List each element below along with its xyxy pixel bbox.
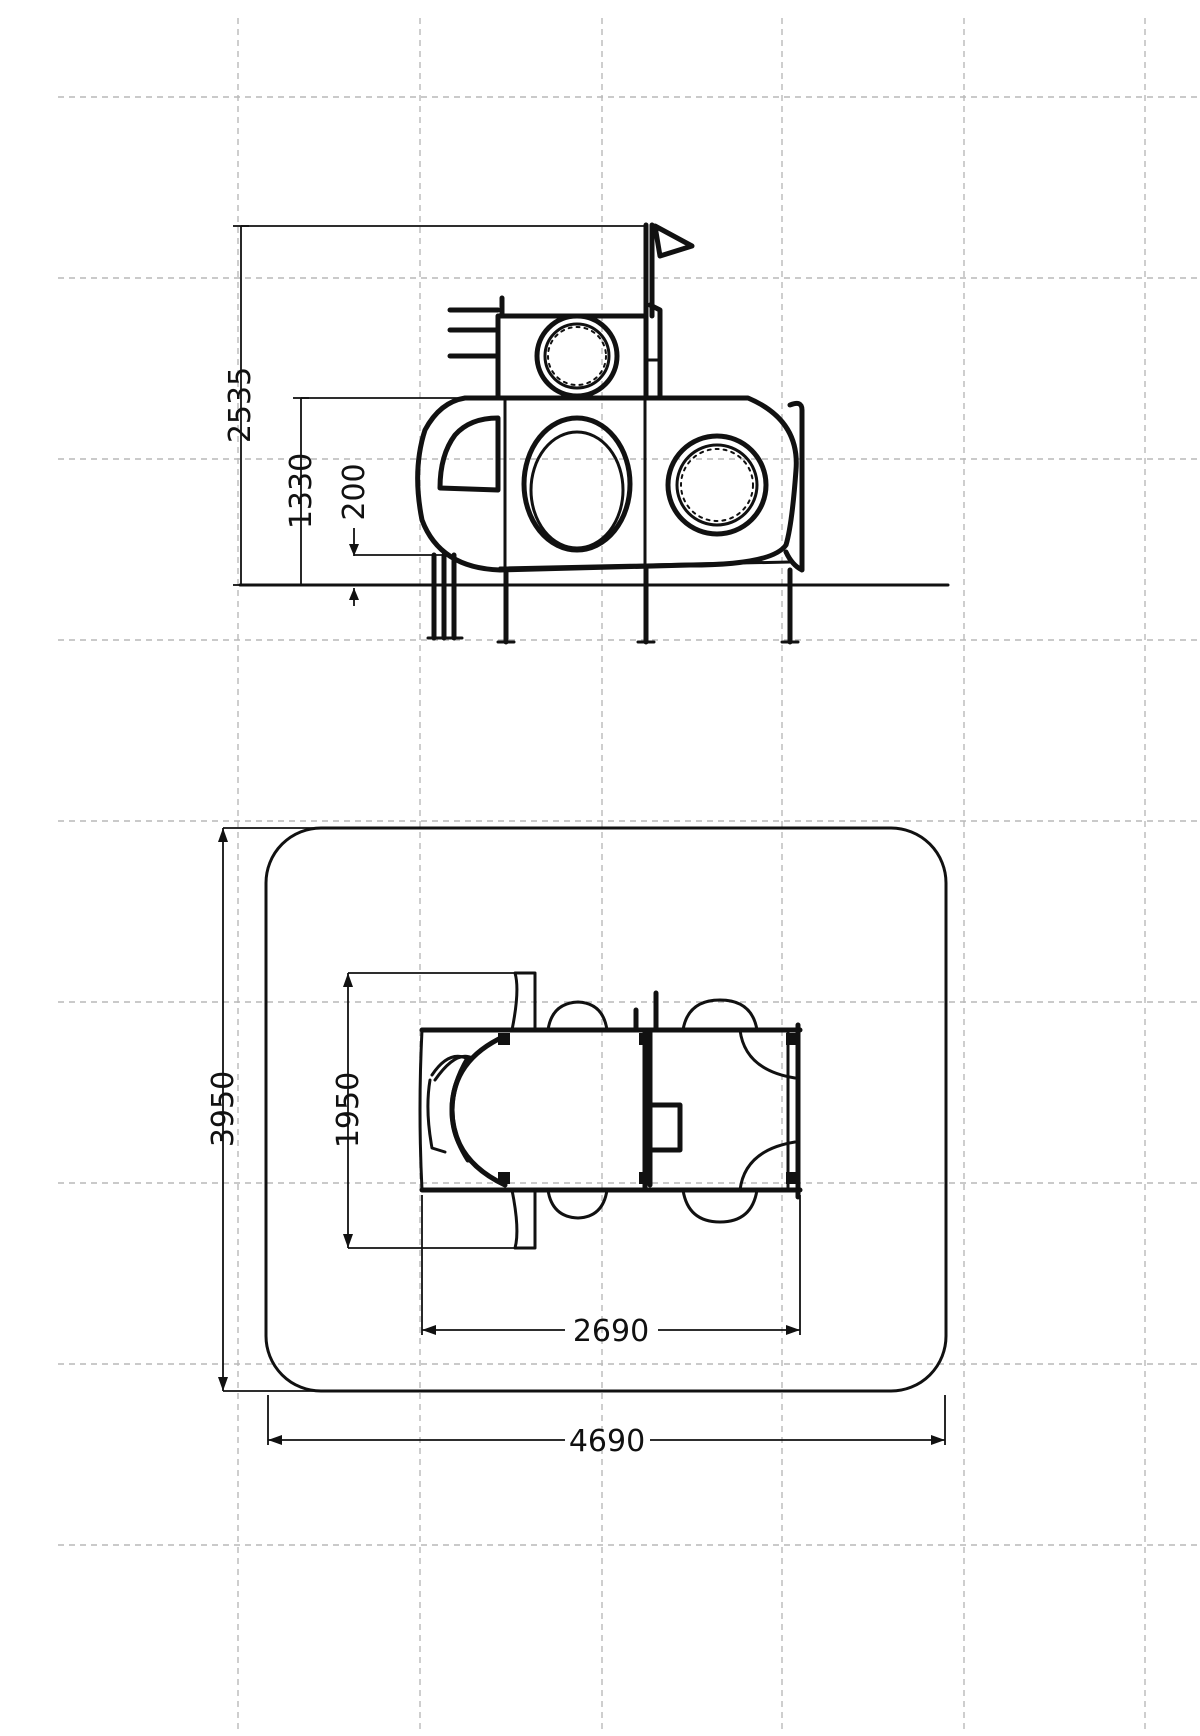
front-window <box>437 415 501 493</box>
dimension-label-2535: 2535 <box>223 367 258 443</box>
dimension-equipment-length: 2690 <box>421 1195 801 1349</box>
dimension-platform-height: 1330 <box>284 397 470 586</box>
dimension-safety-length: 4690 <box>267 1395 946 1459</box>
dimension-ground-clearance: 200 <box>337 463 444 606</box>
dimension-label-1330: 1330 <box>284 453 319 529</box>
rear-porthole <box>665 433 769 537</box>
deck-main <box>419 1027 803 1193</box>
dimension-label-4690: 4690 <box>569 1424 645 1459</box>
upper-porthole <box>534 313 620 399</box>
wing-bottom <box>510 1188 537 1250</box>
dimension-equipment-depth: 1950 <box>331 972 520 1249</box>
deck-posts <box>498 1033 798 1184</box>
deck-bow <box>418 1028 424 1192</box>
dimension-label-200: 200 <box>337 463 372 520</box>
safety-area-outline <box>264 826 948 1393</box>
tail-fin <box>783 400 805 573</box>
dimension-safety-depth: 3950 <box>206 827 320 1392</box>
side-elevation: 2535 1330 200 <box>223 222 950 645</box>
deck-ladder <box>647 1027 683 1188</box>
background-grid <box>58 18 1200 1730</box>
dimension-label-1950: 1950 <box>331 1072 366 1148</box>
support-legs <box>426 552 800 645</box>
dimension-total-height: 2535 <box>223 225 648 586</box>
dimension-label-2690: 2690 <box>573 1314 649 1349</box>
dimension-label-3950: 3950 <box>206 1071 241 1147</box>
flag <box>652 223 695 259</box>
plan-view: 3950 1950 2690 <box>206 826 948 1459</box>
center-porthole <box>521 415 633 553</box>
